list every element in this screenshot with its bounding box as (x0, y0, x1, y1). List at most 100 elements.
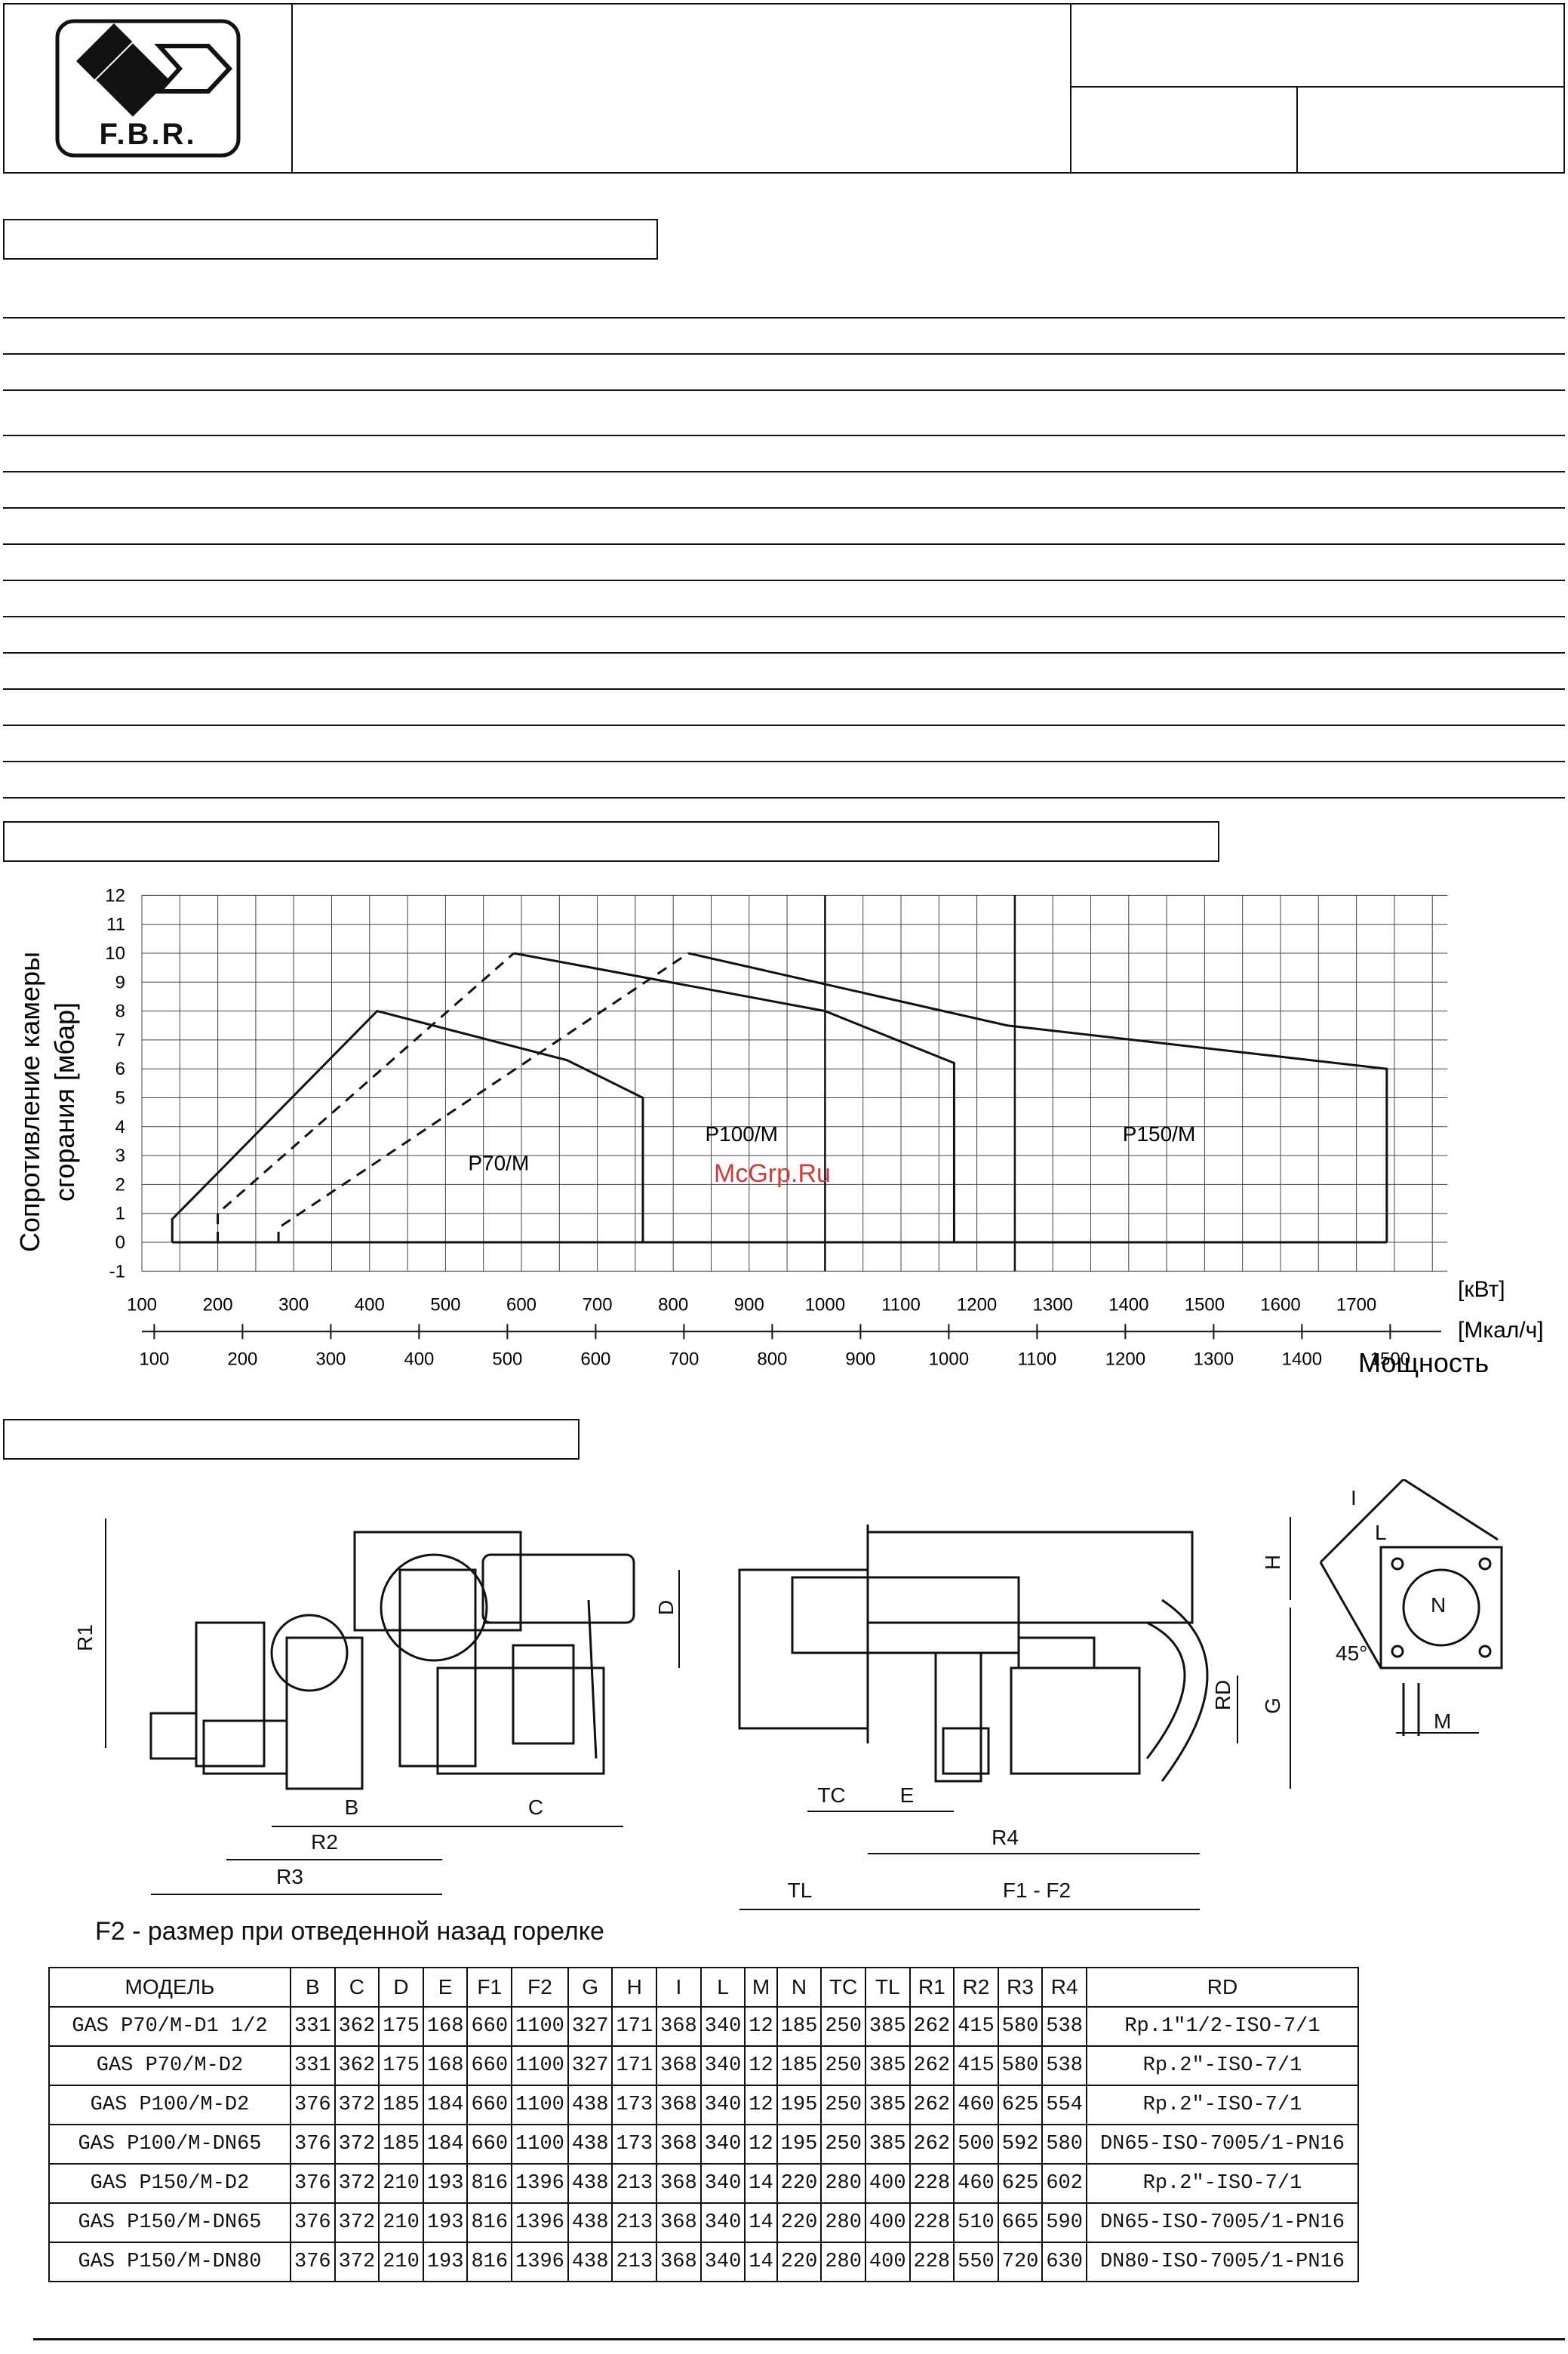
chart-ylabel-line2: сгорания [мбар] (49, 1002, 80, 1202)
series-annotation: P150/M (1123, 1122, 1196, 1146)
table-cell: 372 (334, 2085, 380, 2125)
column-header: D (378, 1967, 424, 2008)
table-cell: 368 (656, 2124, 702, 2165)
header-title-area (293, 3, 1070, 174)
table-cell: 580 (997, 2006, 1044, 2047)
section-box-specs (3, 219, 658, 260)
table-cell: 368 (656, 2006, 702, 2047)
table-cell: 173 (611, 2124, 658, 2165)
table-cell: 213 (611, 2202, 658, 2243)
y-tick-label: 6 (115, 1059, 125, 1079)
column-header: R3 (997, 1967, 1044, 2008)
table-cell: 220 (776, 2202, 822, 2243)
table-cell: 250 (820, 2085, 866, 2125)
table-cell: 376 (290, 2202, 336, 2243)
column-header: N (776, 1967, 822, 2008)
series-line-p70-m (171, 1009, 644, 1242)
dim-label-h: H (1261, 1555, 1284, 1570)
x-tick-label-kw: 1600 (1260, 1294, 1300, 1315)
table-cell: 1100 (511, 2124, 569, 2165)
table-cell: 368 (656, 2163, 702, 2204)
table-cell: 173 (611, 2085, 658, 2125)
table-cell: 415 (953, 2045, 999, 2086)
dim-label-d: D (654, 1600, 678, 1615)
table-cell: 14 (744, 2202, 778, 2243)
spec-line (3, 797, 1565, 799)
dim-label-rd: RD (1211, 1680, 1234, 1710)
column-header: TL (864, 1967, 911, 2008)
table-cell: 372 (334, 2202, 380, 2243)
footer-rule (33, 2338, 1565, 2340)
table-cell: 816 (466, 2242, 513, 2282)
table-cell: DN65-ISO-7005/1-PN16 (1085, 2124, 1359, 2165)
x-tick-label-kw: 200 (203, 1294, 233, 1315)
table-cell: 1396 (511, 2242, 569, 2282)
table-cell: 415 (953, 2006, 999, 2047)
y-tick-label: 10 (105, 943, 125, 964)
chart-grid (141, 894, 1448, 1272)
table-cell: 438 (567, 2163, 613, 2204)
table-cell: 372 (334, 2163, 380, 2204)
table-cell: 193 (422, 2242, 469, 2282)
table-cell: 280 (820, 2202, 866, 2243)
header-divider-v (1296, 86, 1298, 172)
table-cell: 376 (290, 2124, 336, 2165)
x-tick-label-kw: 700 (583, 1294, 613, 1315)
x-tick-label-mcal: 1200 (1105, 1349, 1145, 1369)
table-cell: 1100 (511, 2085, 569, 2125)
table-cell: 625 (997, 2163, 1044, 2204)
table-cell: 193 (422, 2202, 469, 2243)
dim-label-i: I (1351, 1486, 1357, 1509)
table-cell: 1100 (511, 2006, 569, 2047)
table-cell: 250 (820, 2124, 866, 2165)
table-cell: GAS P150/M-D2 (48, 2163, 291, 2204)
y-tick-label: 3 (115, 1146, 125, 1166)
column-header: R4 (1041, 1967, 1087, 2008)
column-header: F1 (466, 1967, 513, 2008)
spec-line (3, 652, 1565, 654)
x-tick-label-mcal: 400 (404, 1349, 434, 1369)
x-tick-label-mcal: 1000 (929, 1349, 969, 1369)
table-cell: GAS P150/M-DN80 (48, 2242, 291, 2282)
table-cell: 331 (290, 2006, 336, 2047)
y-tick-label: 5 (115, 1088, 125, 1109)
table-cell: 368 (656, 2085, 702, 2125)
table-cell: 438 (567, 2124, 613, 2165)
table-cell: 630 (1041, 2242, 1087, 2282)
table-cell: 592 (997, 2124, 1044, 2165)
table-cell: 262 (909, 2085, 955, 2125)
table-cell: 580 (997, 2045, 1044, 2086)
chart-ylabel-line1: Сопротивление камеры (14, 952, 45, 1252)
y-tick-label: 4 (115, 1117, 125, 1137)
table-cell: 185 (378, 2085, 424, 2125)
table-cell: 213 (611, 2163, 658, 2204)
x-tick-label-mcal: 900 (845, 1349, 875, 1369)
y-tick-label: -1 (109, 1261, 125, 1282)
x-tick-label-mcal: 1500 (1370, 1349, 1410, 1369)
table-cell: 168 (422, 2006, 469, 2047)
y-tick-label: 1 (115, 1204, 125, 1224)
table-cell: 625 (997, 2085, 1044, 2125)
dim-label-m: M (1434, 1709, 1451, 1733)
table-cell: 816 (466, 2163, 513, 2204)
column-header: C (334, 1967, 380, 2008)
table-cell: 580 (1041, 2124, 1087, 2165)
series-annotation: P100/M (705, 1122, 778, 1146)
table-cell: 362 (334, 2045, 380, 2086)
table-cell: 550 (953, 2242, 999, 2282)
table-cell: 368 (656, 2242, 702, 2282)
table-cell: 220 (776, 2242, 822, 2282)
x-tick-label-kw: 1300 (1033, 1294, 1073, 1315)
table-cell: GAS P100/M-DN65 (48, 2124, 291, 2165)
flange-view (1319, 1479, 1503, 1736)
table-cell: GAS P70/M-D2 (48, 2045, 291, 2086)
series-line-p100-m (513, 952, 955, 1242)
y-tick-label: 11 (106, 915, 125, 935)
column-header: R2 (953, 1967, 999, 2008)
dim-label-tl: TL (788, 1879, 813, 1902)
